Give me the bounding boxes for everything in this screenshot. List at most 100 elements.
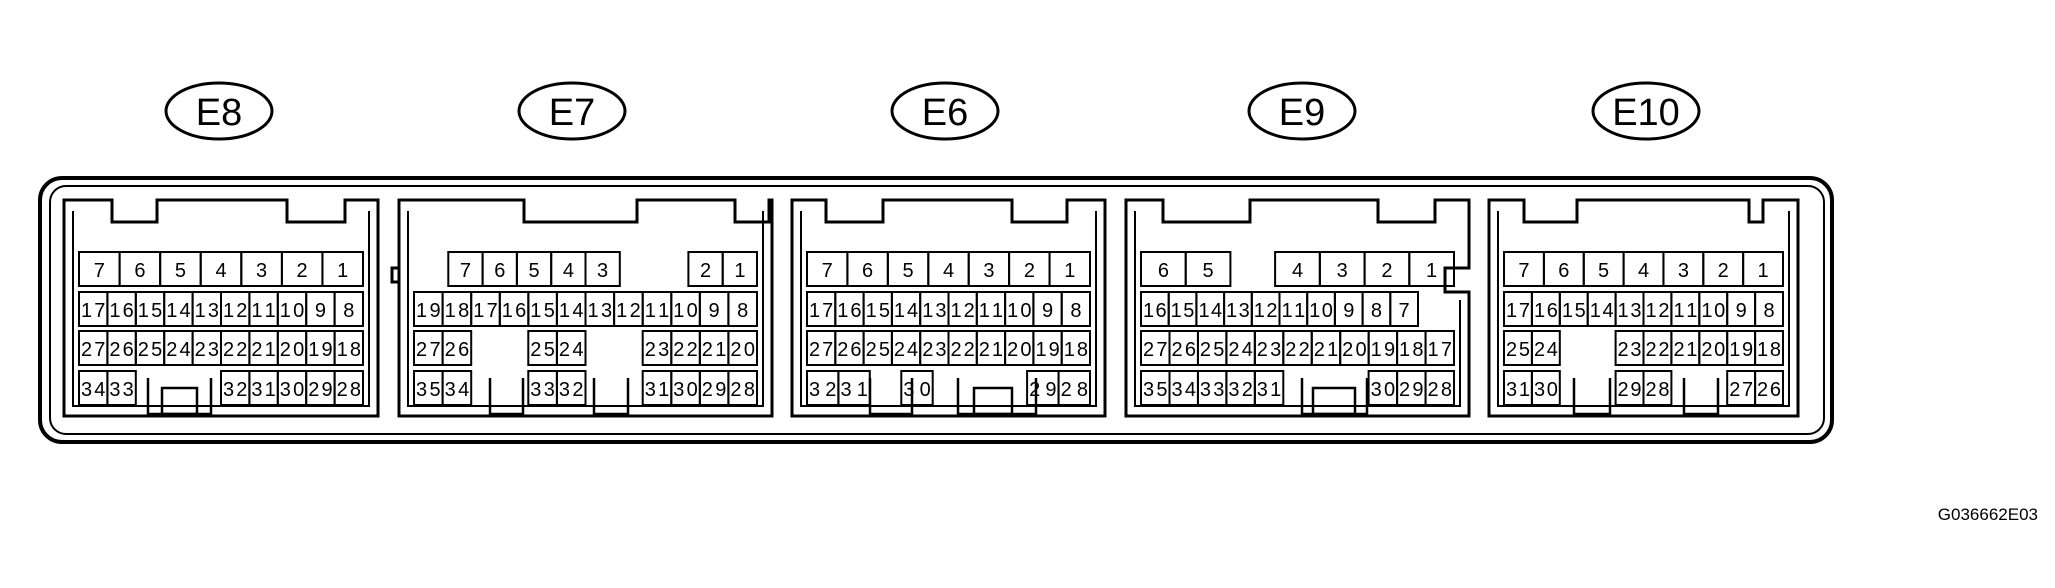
pin-number: 11	[1673, 300, 1697, 322]
pin-cell	[555, 370, 587, 406]
pin-number: 8	[343, 300, 354, 322]
pin-number: 8	[1070, 300, 1081, 322]
pin-number: 2	[1718, 260, 1729, 282]
pin-number: 6	[1158, 260, 1169, 282]
pin-number: 29	[308, 379, 332, 401]
pin-number: 35	[1143, 379, 1168, 401]
pin-number: 3	[1337, 260, 1348, 282]
pin-number: 6	[494, 260, 505, 282]
pin-number: 25	[1200, 339, 1225, 361]
pin-number: 25	[530, 339, 555, 361]
pin-cell	[1754, 291, 1784, 327]
pin-number: 4	[1292, 260, 1303, 282]
pin-cell	[333, 330, 365, 366]
pin-number: 6	[1558, 260, 1569, 282]
pin-number: 23	[195, 339, 219, 361]
pin-number: 30	[673, 379, 698, 401]
pin-number: 16	[502, 300, 527, 322]
pin-number: 9	[315, 300, 326, 322]
pin-number: 8	[1763, 300, 1774, 322]
pin-number: 21	[979, 339, 1003, 361]
pin-number: 22	[950, 339, 974, 361]
pin-number: 14	[166, 300, 190, 322]
pin-number: 22	[223, 339, 247, 361]
pin-cell	[1754, 370, 1784, 406]
pin-cell	[1530, 330, 1561, 366]
pin-number: 11	[1281, 300, 1305, 322]
pin-number: 27	[81, 339, 105, 361]
pin-number: 22	[1285, 339, 1310, 361]
pin-cell	[1408, 251, 1456, 287]
connector-e6-inner-wall	[800, 211, 1097, 407]
pin-number: 20	[280, 339, 304, 361]
pin-cell	[1060, 291, 1091, 327]
pin-number: 15	[1562, 300, 1586, 322]
pin-number: 9	[709, 300, 720, 322]
pin-number: 2	[1381, 260, 1392, 282]
pin-number: 12	[950, 300, 974, 322]
pin-number: 12	[1646, 300, 1670, 322]
pin-number: 15	[866, 300, 890, 322]
pin-number: 25	[1506, 339, 1530, 361]
pin-number: 5	[903, 260, 914, 282]
label-e7: E7	[517, 81, 627, 141]
pin-cell	[727, 291, 759, 327]
pin-cell	[321, 251, 364, 287]
connector-e7-bottom-key-a	[488, 378, 525, 416]
label-e9-ellipse	[1247, 81, 1357, 141]
pin-cell	[1253, 370, 1285, 406]
label-e7-text: E7	[549, 92, 595, 134]
pin-number: 29	[1618, 379, 1642, 401]
label-e6-text: E6	[922, 92, 968, 134]
pin-number: 21	[251, 339, 275, 361]
pin-cell	[441, 330, 473, 366]
pin-number: 24	[1228, 339, 1253, 361]
pin-number: 6	[862, 260, 873, 282]
pin-number: 22	[673, 339, 698, 361]
pin-cell	[1742, 251, 1784, 287]
pin-number: 23	[1257, 339, 1282, 361]
pin-number: 5	[175, 260, 186, 282]
pin-number: 5	[1203, 260, 1214, 282]
pin-number: 13	[922, 300, 946, 322]
pin-number: 8	[737, 300, 748, 322]
connector-e6-bottom-key-b	[956, 378, 1038, 416]
pin-number: 1	[1758, 260, 1769, 282]
connector-e7-notch	[390, 266, 399, 284]
pin-number: 17	[81, 300, 105, 322]
pin-number: 18	[445, 300, 470, 322]
pin-number: 13	[1226, 300, 1250, 322]
pin-cell	[1048, 251, 1091, 287]
pin-number: 8	[1371, 300, 1382, 322]
pin-number: 16	[837, 300, 861, 322]
pin-number: 19	[416, 300, 441, 322]
pin-cell	[1057, 370, 1091, 406]
pin-number: 4	[943, 260, 954, 282]
pin-number: 33	[1200, 379, 1225, 401]
connector-e6-body	[790, 198, 1107, 418]
pin-number: 14	[559, 300, 584, 322]
pin-number: 5	[528, 260, 539, 282]
pin-number: 13	[195, 300, 219, 322]
pin-number: 10	[1309, 300, 1333, 322]
pin-number: 34	[1171, 379, 1196, 401]
pin-cell	[1424, 330, 1455, 366]
pin-number: 3	[1678, 260, 1689, 282]
label-e9: E9	[1247, 81, 1357, 141]
pin-number: 28	[337, 379, 361, 401]
connector-e9-shell	[1124, 198, 1471, 418]
pin-number: 17	[809, 300, 833, 322]
pin-number: 14	[1198, 300, 1222, 322]
connector-e10-bottom-key-b	[1682, 378, 1720, 416]
pin-number: 15	[138, 300, 162, 322]
label-e8-text: E8	[196, 92, 242, 134]
connector-e8-bottom-key-inner	[160, 386, 199, 416]
pin-number: 12	[1254, 300, 1278, 322]
pin-number: 25	[866, 339, 890, 361]
label-e8: E8	[164, 81, 274, 141]
